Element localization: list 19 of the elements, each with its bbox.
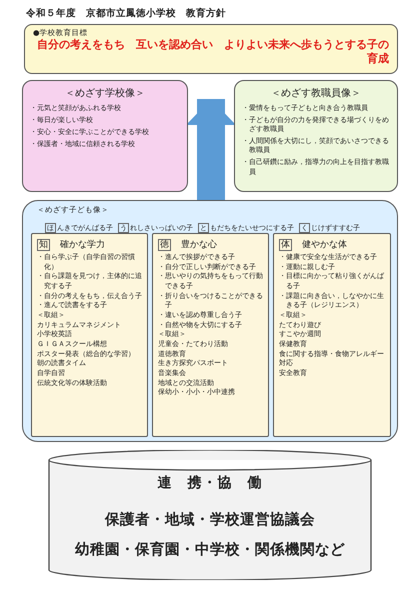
column-box — [273, 233, 391, 437]
column-heading: 体 健やかな体 — [279, 238, 348, 251]
arrow — [186, 99, 236, 200]
page-title: 令和５年度 京都市立鳳徳小学校 教育方針 — [26, 7, 226, 20]
column-box — [31, 233, 148, 437]
child-vision-panel — [22, 200, 398, 442]
staff-vision-box — [234, 80, 398, 192]
partner-text: 保護者・地域・学校運営協議会 — [104, 510, 316, 529]
box-heading: ＜めざす学校像＞ — [64, 86, 146, 100]
column-heading: 徳 豊かな心 — [158, 238, 218, 251]
goal-statement: 自分の考えをもち 互いを認め合い よりよい未来へ歩もうとする子の育成 — [36, 38, 389, 67]
column-box — [152, 233, 269, 437]
partner-text: 幼稚園・保育園・中学校・関係機関など — [74, 540, 346, 559]
goal-box — [24, 24, 398, 74]
cylinder — [48, 450, 372, 580]
column-heading: 知 確かな学力 — [37, 238, 106, 251]
box-heading: ＜めざす教職員像＞ — [270, 86, 362, 100]
school-vision-box — [22, 80, 188, 192]
cylinder-heading: 連 携・協 働 — [156, 474, 264, 492]
